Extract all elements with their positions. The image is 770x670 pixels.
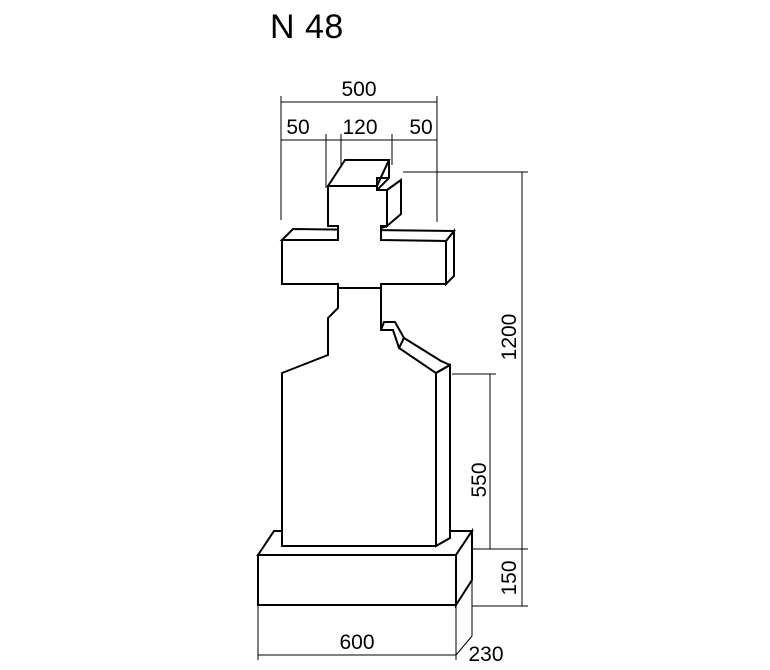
dim-label-230: 230: [468, 643, 503, 666]
stele-top-edge: [435, 364, 451, 374]
stele-front-face: [281, 287, 437, 547]
dim-label-550: 550: [468, 462, 491, 497]
dim-label-500: 500: [341, 78, 376, 101]
dim-label-120: 120: [342, 116, 377, 139]
stele-step-detail: [380, 321, 406, 349]
dimension-lines: [257, 96, 528, 660]
dimension-labels: 500 50 120 50 1200 550 150 600 230: [286, 78, 521, 666]
base-front-face: [257, 554, 457, 606]
stele-shoulder-edge: [403, 337, 451, 366]
dim-label-600: 600: [339, 631, 374, 654]
stele-side-face: [435, 363, 451, 548]
dim-label-150: 150: [498, 560, 521, 595]
stele-body: [281, 287, 451, 548]
cross: [279, 159, 457, 289]
drawing-title: N 48: [270, 8, 344, 46]
cross-inner-edge-1: [376, 177, 389, 186]
cross-inner-edge-2: [380, 225, 388, 240]
dim-label-50-left: 50: [286, 116, 309, 139]
dim-label-1200: 1200: [498, 314, 521, 361]
dim-230-line: [455, 635, 473, 656]
dim-label-50-right: 50: [409, 116, 432, 139]
cross-upper-side: [386, 178, 402, 229]
